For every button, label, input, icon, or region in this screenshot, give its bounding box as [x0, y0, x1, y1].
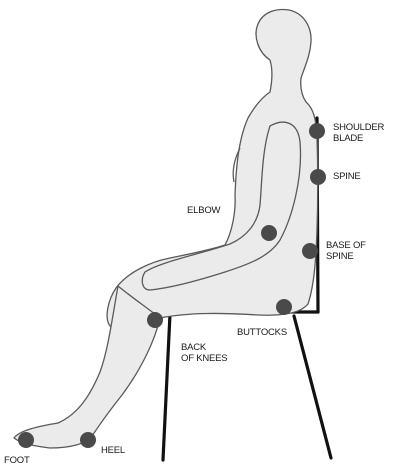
point-foot [18, 432, 34, 448]
point-back-of-knees [147, 312, 163, 328]
point-heel [80, 432, 96, 448]
point-base-of-spine [302, 243, 318, 259]
label-spine: SPINE [333, 171, 361, 182]
label-foot: FOOT [4, 455, 30, 466]
label-back-of-knees: BACK OF KNEES [181, 342, 227, 364]
chair-back-leg [294, 316, 331, 458]
label-buttocks: BUTTOCKS [237, 327, 287, 338]
point-elbow [261, 225, 277, 241]
label-base-of-spine: BASE OF SPINE [326, 240, 366, 262]
figure-leg [14, 286, 160, 448]
label-shoulder-blade: SHOULDER BLADE [333, 122, 384, 144]
point-shoulder-blade [309, 123, 325, 139]
point-buttocks [276, 299, 292, 315]
label-heel: HEEL [101, 445, 125, 456]
label-elbow: ELBOW [187, 205, 220, 216]
point-spine [310, 169, 326, 185]
chair-front-leg [163, 314, 170, 460]
